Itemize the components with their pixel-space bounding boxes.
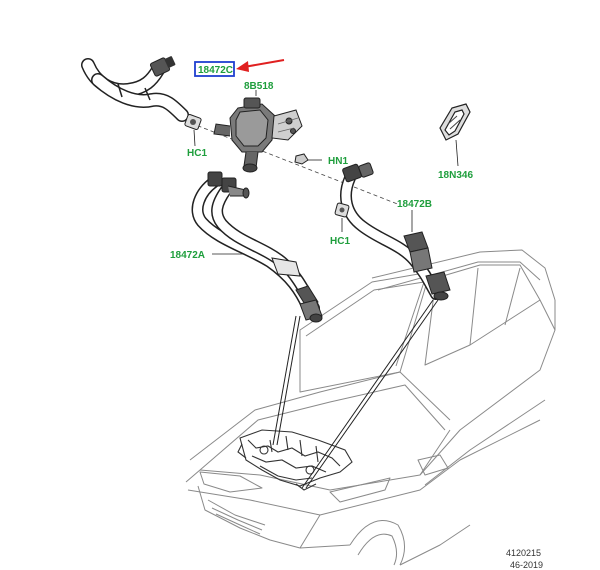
label-18472a[interactable]: 18472A xyxy=(170,250,205,261)
clip-hc1-left-part xyxy=(184,114,202,147)
label-8b518[interactable]: 8B518 xyxy=(244,81,274,92)
location-leaders xyxy=(272,299,439,489)
assembly-axis xyxy=(177,117,401,206)
pointer-arrow xyxy=(236,59,285,72)
label-hn1[interactable]: HN1 xyxy=(328,156,348,167)
grommet-18n346 xyxy=(439,103,471,167)
engine-bay xyxy=(237,429,353,491)
figure-date: 46-2019 xyxy=(510,560,543,570)
clip-hc1-right-part xyxy=(334,202,350,232)
label-18n346[interactable]: 18N346 xyxy=(438,170,473,181)
hose-18472a xyxy=(191,171,323,323)
hose-18472c xyxy=(81,56,189,122)
valve-8b518 xyxy=(213,90,303,173)
figure-number: 4120215 xyxy=(506,548,541,558)
hose-18472b xyxy=(340,162,451,301)
nut-hn1-part xyxy=(294,153,322,165)
highlight-box xyxy=(194,61,235,77)
label-hc1-right[interactable]: HC1 xyxy=(330,236,350,247)
label-hc1-left[interactable]: HC1 xyxy=(187,148,207,159)
vehicle-outline xyxy=(185,249,556,566)
label-18472c[interactable]: 18472C xyxy=(198,65,233,76)
label-18472b[interactable]: 18472B xyxy=(397,199,432,210)
